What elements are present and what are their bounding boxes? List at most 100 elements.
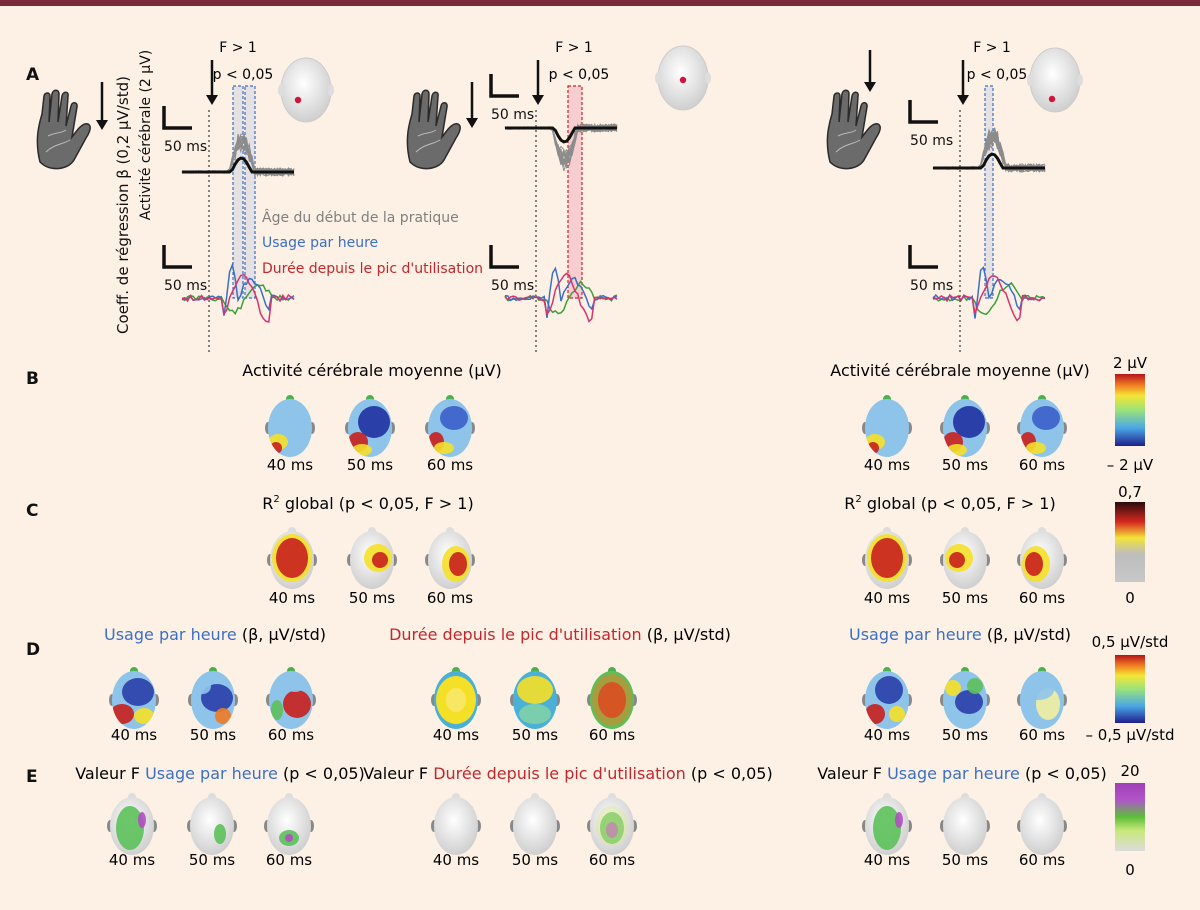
topomap-d-left-1 [188, 667, 238, 729]
colorbar-c: 0,7 0 [1115, 483, 1145, 607]
time-label: 40 ms [864, 589, 910, 607]
topomap-d-left-2 [266, 667, 316, 729]
d-title-right: Usage par heure (β, µV/std) [849, 625, 1071, 644]
scale-bot-1: 50 ms [162, 245, 207, 294]
p-threshold-label: p < 0,05 [967, 67, 1028, 83]
topomap-e-right-1 [940, 793, 990, 855]
topomap-d-mid-1 [510, 667, 560, 729]
colorbar-b: 2 µV – 2 µV [1107, 354, 1154, 474]
colorbar-d: 0,5 µV/std – 0,5 µV/std [1086, 633, 1175, 744]
topomap-e-left-0 [107, 793, 157, 855]
erp-traces [181, 133, 295, 178]
panel-label-e: E [26, 767, 38, 787]
panel-label-d: D [26, 640, 40, 660]
b-title-left: Activité cérébrale moyenne (µV) [242, 361, 501, 380]
time-label: 50 ms [347, 456, 393, 474]
topomap-d-mid-2 [587, 667, 637, 729]
topomap-b-right-1 [940, 395, 990, 457]
scale-bot-3: 50 ms [908, 245, 953, 294]
topomap-d-mid-0 [431, 667, 481, 729]
time-label: 40 ms [269, 589, 315, 607]
topomap-c-left-2 [425, 527, 475, 589]
arrow-onset-1 [206, 60, 218, 105]
legend: Âge du début de la pratique Usage par he… [262, 208, 483, 277]
erp-traces [932, 127, 1046, 173]
electrode-dot [294, 96, 302, 104]
time-label: 40 ms [864, 456, 910, 474]
f-threshold-label: F > 1 [973, 40, 1011, 56]
hand-1 [36, 89, 91, 170]
time-label: 50 ms [349, 589, 395, 607]
scale-50ms-label: 50 ms [910, 133, 953, 149]
ylabel-activity-vis: Activité cérébrale (2 µV) [138, 50, 154, 220]
scale-50ms-label: 50 ms [164, 139, 207, 155]
time-label: 40 ms [433, 851, 479, 869]
ylabel-beta-line1: Coeff. de régression β (0,2 µV/std) [114, 76, 132, 334]
colorbar-c-min: 0 [1125, 589, 1135, 607]
time-label: 60 ms [427, 589, 473, 607]
f-threshold-label: F > 1 [219, 40, 257, 56]
topomap-c-right-1 [940, 527, 990, 589]
top-bar [0, 0, 1200, 6]
topomap-c-left-1 [347, 527, 397, 589]
time-label: 40 ms [111, 726, 157, 744]
colorbar-e: 20 0 [1115, 762, 1145, 879]
time-label: 60 ms [268, 726, 314, 744]
panel-label-b: B [26, 369, 39, 389]
scale-50ms-label: 50 ms [164, 278, 207, 294]
scale-bot-2: 50 ms [489, 245, 534, 294]
scale-top-3: 50 ms [908, 100, 953, 149]
beta-traces [181, 262, 295, 323]
c-title-right: R2 global (p < 0,05, F > 1) [844, 494, 1055, 513]
colorbar-c-max: 0,7 [1118, 483, 1142, 501]
time-label: 60 ms [1019, 851, 1065, 869]
p-threshold-label: p < 0,05 [213, 67, 274, 83]
time-label: 60 ms [1019, 456, 1065, 474]
p-threshold-label: p < 0,05 [549, 67, 610, 83]
topomap-b-left-2 [425, 395, 475, 457]
topomap-c-right-0 [862, 527, 912, 589]
time-label: 40 ms [864, 726, 910, 744]
topomap-c-left-0 [267, 527, 317, 589]
time-label: 50 ms [942, 851, 988, 869]
panel-a-erp: 50 ms 50 ms F > 1 p < 0,05 50 ms 50 ms F > 1 p … [36, 40, 1083, 352]
time-label: 60 ms [427, 456, 473, 474]
e-title-mid: Valeur F Durée depuis le pic d'utilisati… [363, 764, 772, 783]
arrow-hand-2 [466, 82, 478, 128]
erp-traces [504, 122, 618, 172]
electrode-head-1 [278, 57, 334, 123]
topomap-b-right-2 [1017, 395, 1067, 457]
hand-3 [826, 89, 881, 170]
scale-50ms-label: 50 ms [491, 107, 534, 123]
scale-top-2: 50 ms [489, 74, 534, 123]
topomap-b-left-1 [345, 395, 395, 457]
time-label: 60 ms [1019, 726, 1065, 744]
arrow-hand-3 [864, 50, 876, 92]
topomap-d-right-1 [940, 667, 990, 729]
electrode-head-3 [1027, 47, 1083, 113]
beta-traces [504, 266, 618, 323]
arrow-hand-1 [96, 82, 108, 130]
arrow-onset-3 [957, 60, 969, 105]
topomap-d-right-0 [862, 667, 912, 729]
time-label: 40 ms [109, 851, 155, 869]
time-label: 50 ms [512, 851, 558, 869]
scale-50ms-label: 50 ms [491, 278, 534, 294]
legend-usage: Usage par heure [262, 235, 378, 251]
time-label: 50 ms [942, 456, 988, 474]
time-label: 60 ms [589, 726, 635, 744]
scale-50ms-label: 50 ms [910, 278, 953, 294]
colorbar-e-max: 20 [1120, 762, 1139, 780]
time-label: 40 ms [864, 851, 910, 869]
e-title-left: Valeur F Usage par heure (p < 0,05) [75, 764, 365, 783]
topomap-e-mid-1 [510, 793, 560, 855]
hand-2 [406, 89, 461, 170]
time-label: 60 ms [266, 851, 312, 869]
legend-age: Âge du début de la pratique [262, 208, 459, 226]
colorbar-b-max: 2 µV [1113, 354, 1148, 372]
f-threshold-label: F > 1 [555, 40, 593, 56]
colorbar-e-min: 0 [1125, 861, 1135, 879]
d-title-left: Usage par heure (β, µV/std) [104, 625, 326, 644]
time-label: 60 ms [1019, 589, 1065, 607]
